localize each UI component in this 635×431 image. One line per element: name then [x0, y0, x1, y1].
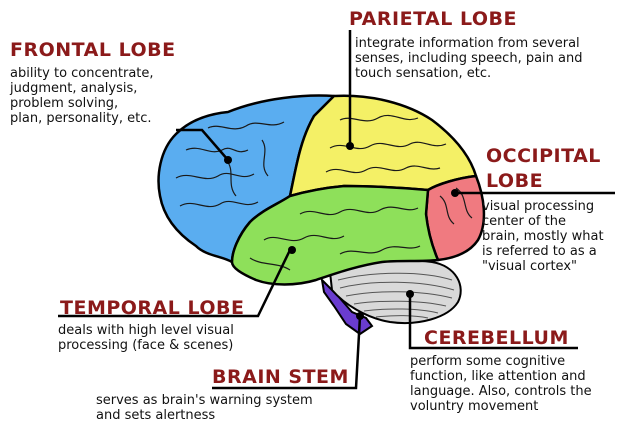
frontal-lobe-title: FRONTAL LOBE [10, 39, 176, 61]
occipital-lobe-description: visual processing center of the brain, m… [482, 199, 604, 274]
occipital-lobe-title-line2: LOBE [486, 170, 543, 192]
cerebellum-dot [406, 290, 414, 298]
cerebellum-title: CEREBELLUM [424, 327, 569, 349]
frontal-dot [224, 156, 232, 164]
occipital-lobe-region [426, 176, 484, 260]
frontal-lobe-description: ability to concentrate, judgment, analys… [10, 66, 154, 126]
occipital-lobe-title-line1: OCCIPITAL [486, 145, 601, 167]
brain-stem-dot [356, 312, 364, 320]
occipital-dot [451, 189, 459, 197]
temporal-dot [288, 246, 296, 254]
parietal-lobe-description: integrate information from several sense… [355, 36, 583, 81]
cerebellum-description: perform some cognitive function, like at… [410, 354, 592, 414]
parietal-dot [346, 142, 354, 150]
temporal-lobe-description: deals with high level visual processing … [58, 323, 234, 353]
temporal-lobe-title: TEMPORAL LOBE [60, 297, 245, 319]
parietal-lobe-title: PARIETAL LOBE [349, 8, 517, 30]
brain-stem-description: serves as brain's warning system and set… [96, 393, 313, 423]
brain-stem-title: BRAIN STEM [212, 366, 349, 388]
